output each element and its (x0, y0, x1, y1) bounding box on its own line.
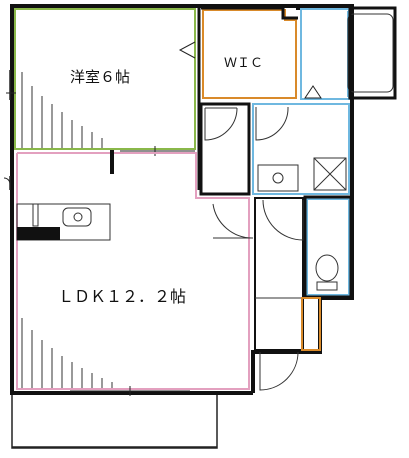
washroom (252, 103, 350, 195)
balcony (11, 392, 218, 449)
toilet-room (303, 195, 353, 299)
western-room-label: 洋室６帖 (70, 68, 130, 86)
wic-label: ＷＩＣ (224, 56, 263, 71)
entrance-hall (254, 197, 321, 391)
hall-closet (199, 102, 251, 196)
walk-in-closet (197, 6, 298, 190)
western-room (6, 8, 196, 156)
ldk-label: ＬＤＫ１２．２帖 (58, 287, 186, 306)
ldk-room (3, 150, 254, 396)
bathroom (300, 6, 397, 100)
